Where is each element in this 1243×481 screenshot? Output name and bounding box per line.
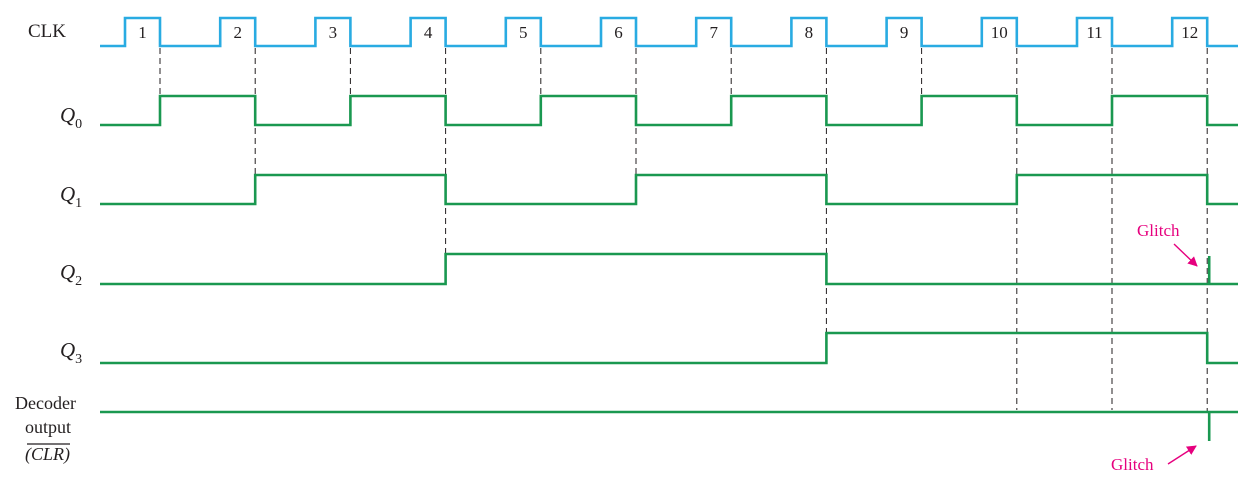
waveforms [100,16,1238,441]
q3-label: Q3 [60,338,82,367]
pulse-number-12: 12 [1181,23,1198,42]
clk-label: CLK [28,21,66,42]
pulse-number-11: 11 [1086,23,1102,42]
q0-label: Q0 [60,103,82,132]
pulse-number-1: 1 [138,23,147,42]
glitch-arrow-top [1173,243,1198,267]
pulse-number-10: 10 [991,23,1008,42]
q2-label: Q2 [60,260,82,289]
q1-waveform [100,173,1238,206]
pulse-number-9: 9 [900,23,909,42]
q3-waveform [100,331,1238,365]
decoder-label-line3: (CLR) [25,444,70,465]
pulse-number-5: 5 [519,23,528,42]
glitch-label-top: Glitch [1137,221,1180,240]
pulse-number-3: 3 [329,23,338,42]
glitch-label-bottom: Glitch [1111,455,1154,474]
dashed-guides [159,48,1208,412]
pulse-number-8: 8 [805,23,814,42]
q1-label: Q1 [60,182,82,211]
q0-waveform [100,94,1238,127]
pulse-number-4: 4 [424,23,433,42]
clk-waveform [100,16,1238,48]
decoder-label-line1: Decoder [15,393,76,413]
glitch-arrow-bottom [1167,445,1197,465]
pulse-number-6: 6 [614,23,623,42]
decoder-label-line2: output [25,417,71,437]
pulse-number-2: 2 [233,23,242,42]
q2-waveform [100,252,1238,286]
pulse-number-7: 7 [709,23,718,42]
